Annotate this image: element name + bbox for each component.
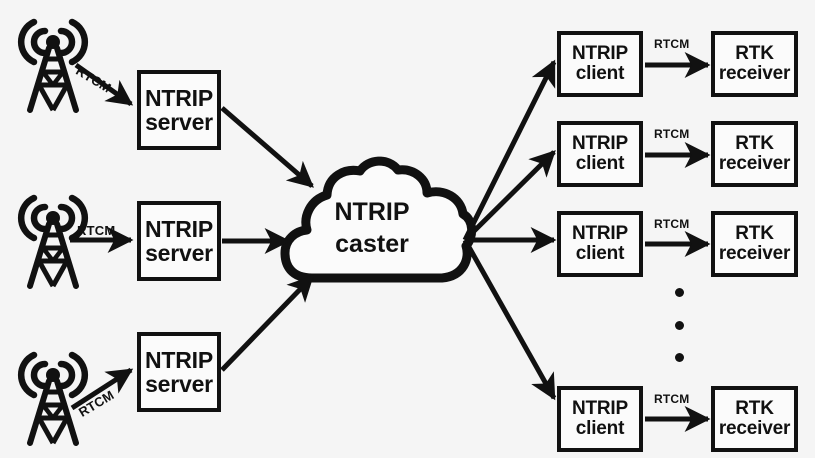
rtcm-link-label: RTCM: [654, 37, 690, 51]
rtk-receiver-label-line2: receiver: [718, 63, 791, 84]
rtcm-link-label: RTCM: [77, 223, 116, 238]
ntrip-client-box[interactable]: NTRIP client: [557, 31, 643, 97]
arrow-server1-to-caster: [220, 106, 314, 188]
ntrip-client-box[interactable]: NTRIP client: [557, 121, 643, 187]
ntrip-client-label-line1: NTRIP: [571, 222, 628, 244]
vertical-ellipsis-icon: [672, 288, 686, 362]
arrow-caster-to-client-1: [462, 59, 557, 242]
rtk-receiver-box[interactable]: RTK receiver: [711, 121, 798, 187]
radio-tower-icon: [17, 18, 89, 113]
rtk-receiver-box[interactable]: RTK receiver: [711, 31, 798, 97]
arrow-caster-to-client-2: [463, 150, 556, 242]
ntrip-server-box[interactable]: NTRIP server: [137, 201, 221, 281]
ntrip-server-label-line2: server: [145, 109, 213, 135]
ellipsis-dot: [674, 320, 684, 330]
arrow-server3-to-caster: [220, 275, 314, 372]
ntrip-server-label-line2: server: [145, 240, 213, 266]
rtk-receiver-label-line1: RTK: [735, 42, 774, 64]
ntrip-server-box[interactable]: NTRIP server: [137, 70, 221, 150]
rtk-receiver-label-line1: RTK: [735, 222, 774, 244]
ntrip-client-label-line2: client: [575, 243, 625, 264]
ntrip-server-label-line1: NTRIP: [144, 215, 213, 242]
ellipsis-dot: [674, 288, 684, 297]
rtk-receiver-label-line1: RTK: [735, 397, 774, 419]
ellipsis-dot: [674, 353, 684, 362]
rtk-receiver-label-line2: receiver: [718, 418, 791, 439]
ntrip-server-label-line1: NTRIP: [144, 84, 213, 111]
rtcm-link-label: RTCM: [654, 392, 690, 406]
rtk-receiver-box[interactable]: RTK receiver: [711, 211, 798, 277]
rtcm-link-label: RTCM: [654, 127, 690, 141]
rtcm-link-label: RTCM: [654, 217, 690, 231]
ntrip-server-label-line1: NTRIP: [144, 346, 213, 373]
ntrip-client-box[interactable]: NTRIP client: [557, 386, 643, 452]
radio-tower-icon: [17, 351, 89, 446]
arrow-tower3-to-server3: [70, 367, 134, 411]
ntrip-caster-cloud-shape: [280, 156, 477, 283]
ntrip-server-label-line2: server: [145, 371, 213, 397]
rtk-receiver-label-line2: receiver: [718, 153, 791, 174]
rtk-receiver-label-line1: RTK: [735, 132, 774, 154]
ntrip-client-label-line2: client: [575, 418, 625, 439]
ntrip-client-label-line2: client: [575, 153, 625, 174]
ntrip-client-label-line1: NTRIP: [571, 132, 628, 154]
rtk-receiver-label-line2: receiver: [718, 243, 791, 264]
radio-tower-icon: [17, 194, 89, 289]
arrow-caster-to-client-4: [462, 238, 557, 401]
ntrip-client-label-line1: NTRIP: [571, 42, 628, 64]
arrow-tower1-to-server1: [74, 62, 134, 107]
ntrip-server-box[interactable]: NTRIP server: [137, 332, 221, 412]
rtk-receiver-box[interactable]: RTK receiver: [711, 386, 798, 452]
ntrip-client-box[interactable]: NTRIP client: [557, 211, 643, 277]
ntrip-client-label-line1: NTRIP: [571, 397, 628, 419]
ntrip-client-label-line2: client: [575, 63, 625, 84]
